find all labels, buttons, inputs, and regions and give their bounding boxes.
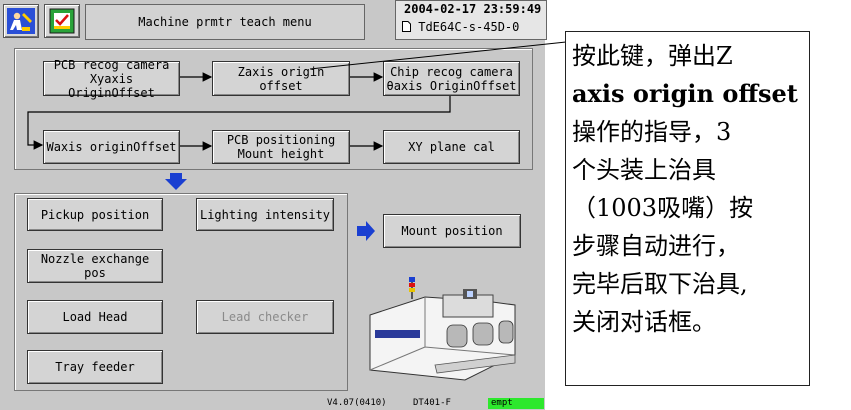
checklist-icon[interactable] — [44, 4, 80, 38]
pcb-positioning-button[interactable]: PCB positioning Mount height — [212, 130, 350, 164]
tray-feeder-button[interactable]: Tray feeder — [27, 350, 163, 384]
lighting-intensity-button[interactable]: Lighting intensity — [196, 198, 334, 231]
page-title: Machine prmtr teach menu — [85, 4, 365, 40]
mount-position-button[interactable]: Mount position — [383, 214, 521, 248]
button-label: XY plane cal — [408, 140, 495, 154]
load-head-button[interactable]: Load Head — [27, 300, 163, 334]
nozzle-exchange-pos-button[interactable]: Nozzle exchange pos — [27, 249, 163, 283]
button-label: Zaxis origin offset — [237, 64, 325, 93]
waxis-origin-offset-button[interactable]: Waxis originOffset — [43, 130, 180, 164]
teach-flow-panel — [14, 48, 533, 170]
person-tool-icon[interactable] — [3, 4, 39, 38]
annotation-line: 完毕后取下治具, — [572, 270, 748, 298]
button-line2: θaxis OriginOffset — [386, 78, 517, 93]
machine-screen: Machine prmtr teach menu 2004-02-17 23:5… — [0, 0, 547, 410]
settings-panel — [14, 193, 348, 391]
file-name: TdE64C-s-45D-0 — [418, 20, 520, 34]
mounter-machine-illustration — [369, 277, 516, 381]
model-label: DT401-F — [413, 398, 451, 408]
button-line2: Xyaxis OriginOffset — [68, 71, 155, 100]
button-line1: PCB positioning — [226, 133, 336, 147]
file-name-row: TdE64C-s-45D-0 — [402, 20, 519, 34]
status-badge: empt — [488, 398, 544, 409]
chip-recog-camera-offset-button[interactable]: Chip recog camera θaxis OriginOffset — [383, 61, 520, 96]
annotation-line: 关闭对话框。 — [572, 308, 716, 336]
clock-panel: 2004-02-17 23:59:49 TdE64C-s-45D-0 — [395, 0, 547, 40]
annotation-line: （1003吸嘴）按 — [572, 194, 754, 222]
lead-checker-button[interactable]: Lead checker — [196, 300, 334, 334]
annotation-line: 步骤自动进行， — [572, 232, 740, 260]
file-icon — [402, 21, 411, 32]
pcb-recog-camera-offset-button[interactable]: PCB recog camera Xyaxis OriginOffset — [43, 57, 180, 100]
button-line2: Mount height — [237, 147, 325, 161]
version-label: V4.07(0410) — [327, 398, 387, 408]
flow-connectors — [27, 72, 451, 241]
annotation-line: 按此键，弹出Z — [572, 42, 733, 70]
xy-plane-cal-button[interactable]: XY plane cal — [383, 130, 520, 164]
button-line1: PCB recog camera — [53, 57, 170, 72]
datetime-label: 2004-02-17 23:59:49 — [404, 2, 542, 16]
annotation-line: 个头装上治具 — [572, 156, 716, 184]
annotation-line: 操作的指导，3 — [572, 118, 732, 146]
button-line1: Chip recog camera — [390, 64, 513, 79]
annotation-callout: 按此键，弹出Z axis origin offset 操作的指导，3 个头装上治… — [565, 31, 810, 386]
button-label: Waxis originOffset — [46, 140, 177, 154]
pickup-position-button[interactable]: Pickup position — [27, 198, 163, 231]
annotation-line: axis origin offset — [572, 79, 798, 108]
